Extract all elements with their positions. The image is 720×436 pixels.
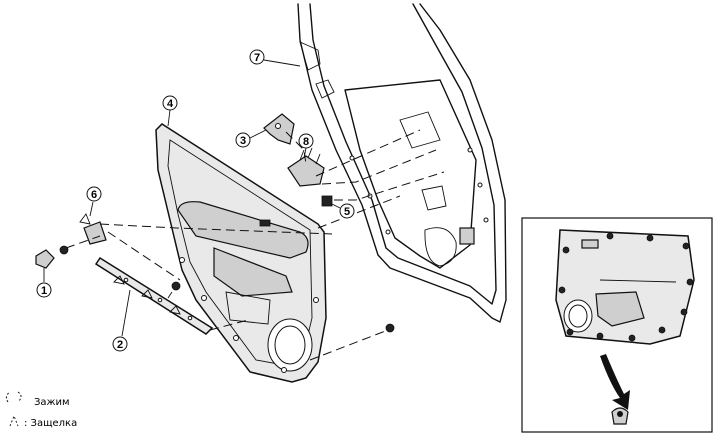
callout-7: 7: [249, 49, 301, 67]
callout-2-label: 2: [117, 339, 123, 351]
legend: Зажим : Защелка: [5, 391, 77, 429]
callout-5-label: 5: [344, 206, 350, 218]
callout-1-label: 1: [41, 285, 47, 297]
callout-7-label: 7: [254, 52, 260, 64]
arrow-down-icon: [600, 354, 630, 410]
callout-1: 1: [36, 268, 52, 298]
handle-bracket: [263, 113, 295, 145]
legend-latch-label: : Защелка: [24, 418, 77, 429]
callout-6: 6: [86, 186, 102, 217]
callout-4: 4: [162, 95, 178, 127]
clip-5: [321, 195, 333, 207]
callout-4-label: 4: [167, 98, 174, 110]
callout-3-label: 3: [240, 135, 246, 147]
callout-8: 8: [298, 133, 314, 159]
callout-6-label: 6: [91, 189, 97, 201]
trim-strip: [94, 256, 214, 335]
assembly-lines: [65, 129, 445, 361]
door-trim-panel: [155, 123, 327, 383]
detail-inset: [521, 217, 713, 433]
screws: [167, 281, 395, 333]
callout-8-label: 8: [303, 136, 309, 148]
window-switch: [287, 147, 325, 187]
callout-2: 2: [112, 289, 131, 352]
cover-part: [35, 245, 69, 269]
small-bracket: [79, 213, 107, 245]
legend-clip-label: Зажим: [34, 397, 70, 408]
door-frame: [297, 3, 507, 323]
callout-5: 5: [331, 203, 355, 219]
callout-3: 3: [235, 129, 267, 148]
